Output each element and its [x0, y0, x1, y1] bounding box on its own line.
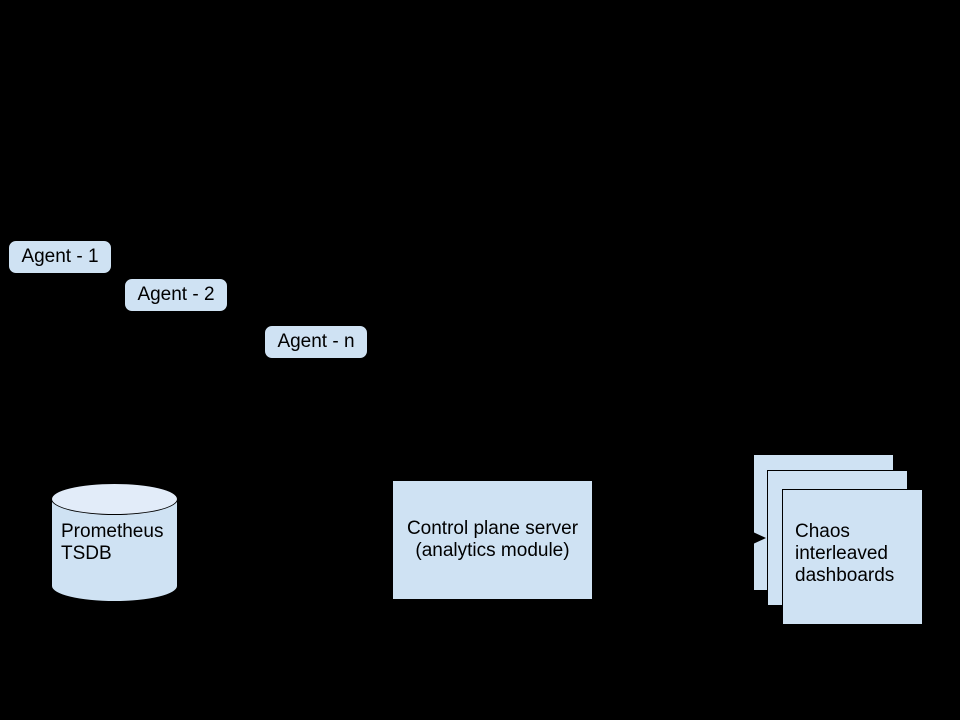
arrowhead-right-icon	[753, 532, 766, 544]
tsdb-label: Prometheus TSDB	[61, 521, 163, 565]
agent-1-node: Agent - 1	[8, 240, 112, 274]
agent-2-node: Agent - 2	[124, 278, 228, 312]
dashboards-label-line: dashboards	[795, 565, 895, 586]
agent-label: Agent - 1	[21, 246, 99, 267]
dashboard-page-front: Chaos interleaved dashboards	[782, 489, 923, 625]
control-plane-label-line: Control plane server	[406, 518, 579, 539]
dashboards-label-line: Chaos	[795, 521, 850, 542]
prometheus-tsdb-cylinder: Prometheus TSDB	[51, 483, 178, 602]
cylinder-top-ellipse	[51, 483, 178, 515]
dashboards-label: Chaos interleaved dashboards	[795, 521, 894, 587]
arrow-control-to-dashboards-line	[593, 537, 753, 538]
control-plane-server-node: Control plane server (analytics module)	[392, 480, 593, 600]
agent-n-node: Agent - n	[264, 325, 368, 359]
agent-label: Agent - n	[277, 331, 355, 352]
dashboards-label-line: interleaved	[795, 543, 888, 564]
control-plane-label-line: (analytics module)	[415, 540, 570, 561]
tsdb-label-line: TSDB	[61, 543, 112, 564]
agent-label: Agent - 2	[137, 284, 215, 305]
tsdb-label-line: Prometheus	[61, 521, 164, 542]
